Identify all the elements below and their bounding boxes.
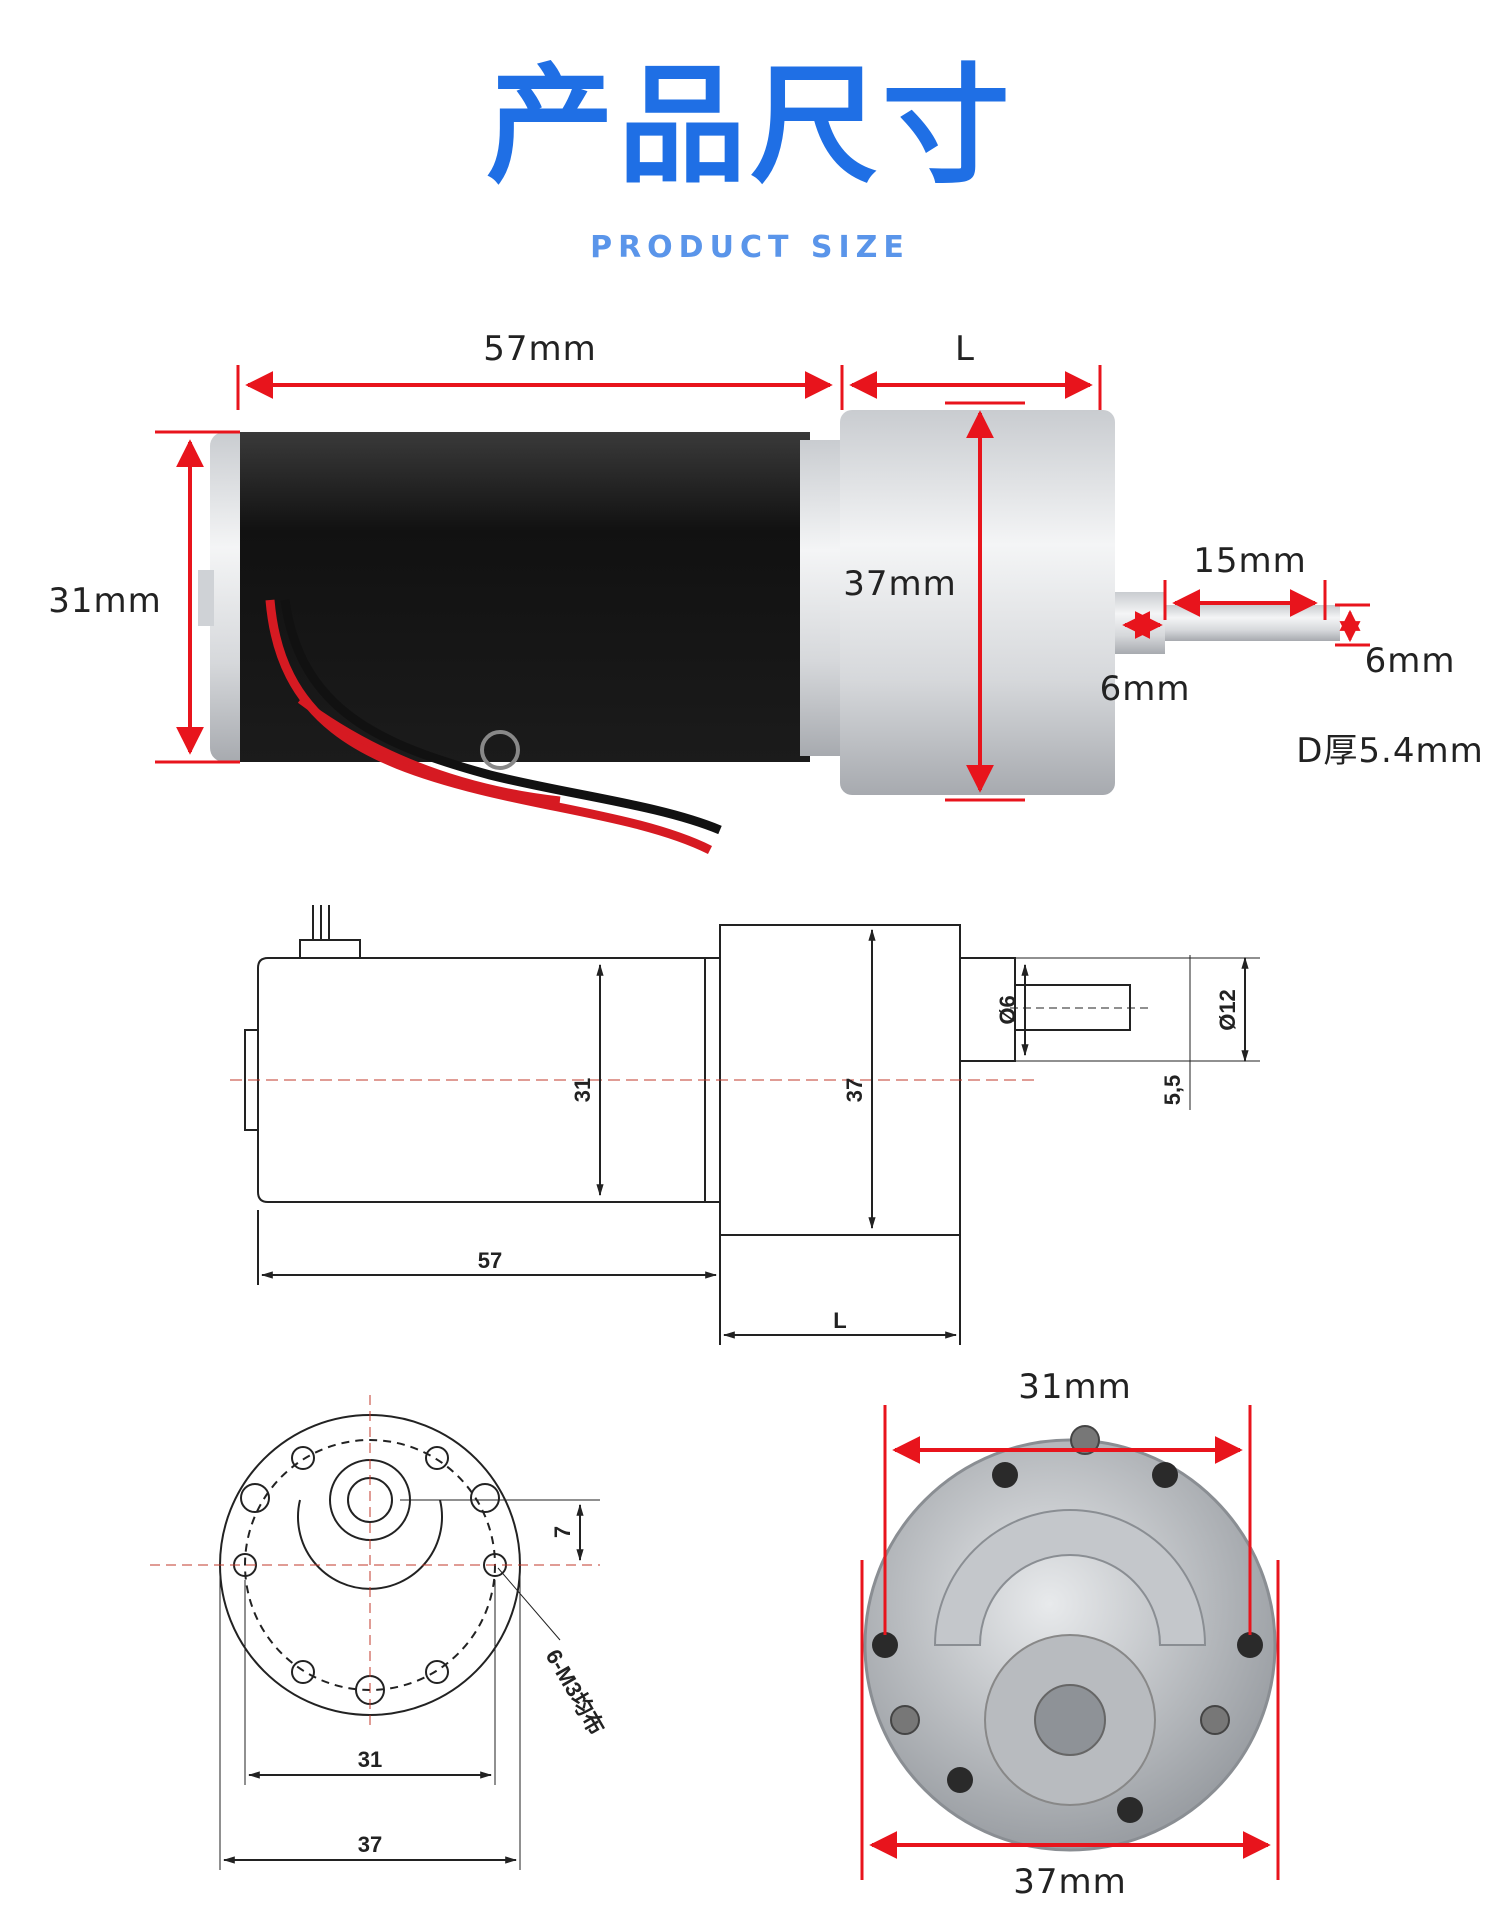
signal-wire — [297, 697, 561, 804]
motor-body — [240, 432, 810, 762]
drawing-front-view — [150, 1395, 600, 1870]
motor-photo-side — [198, 410, 1340, 855]
dim-shaft-offset-label: 5,5 — [1160, 1075, 1185, 1106]
hole — [1237, 1632, 1263, 1658]
wire-tie — [480, 730, 520, 770]
dim-diameter-label: 37mm — [1013, 1862, 1127, 1902]
shaft-outline — [1015, 984, 1131, 1031]
hole — [425, 1660, 449, 1684]
dim-shaft-length-label: 15mm — [1193, 541, 1307, 581]
dim-length-label: 57mm — [483, 329, 597, 369]
motor-ring — [800, 440, 840, 756]
dim-shaft-diameter-label: 6mm — [1365, 641, 1456, 681]
dim-motor-diameter-label: 31mm — [48, 581, 162, 621]
hole — [947, 1767, 973, 1793]
hole — [992, 1462, 1018, 1488]
hole — [1152, 1462, 1178, 1488]
dim-collar-length-label: 6mm — [1100, 669, 1191, 709]
dim-length-label: 57 — [478, 1248, 502, 1273]
wire-grommet — [299, 939, 361, 959]
hole — [1117, 1797, 1143, 1823]
dim-diameter-label: 37 — [358, 1832, 382, 1857]
dim-gearbox-length-label: L — [833, 1308, 846, 1333]
screw — [1200, 1705, 1230, 1735]
dim-motor-diameter-label: 31 — [570, 1078, 595, 1102]
photo-front-dimensions: 31mm 37mm — [860, 1367, 1280, 1902]
collar-outline — [959, 957, 1016, 1062]
hole — [291, 1660, 315, 1684]
output-shaft-end — [1034, 1684, 1106, 1756]
motor-photo-front — [863, 1425, 1277, 1852]
photo-top-dimensions: 57mm L 31mm 37mm 15mm 6mm 6mm D厚5.4mm — [48, 329, 1484, 802]
black-wire — [280, 599, 722, 835]
dim-gearbox-length-label: L — [955, 329, 975, 369]
screw — [470, 1483, 500, 1513]
motor-outline — [257, 957, 706, 1203]
drawing-front-labels: 7 6-M3均布 31 37 — [358, 1526, 610, 1857]
dim-offset-label: 7 — [550, 1526, 575, 1538]
hole — [291, 1446, 315, 1470]
dim-bolt-circle-label: 31 — [358, 1747, 382, 1772]
screw — [240, 1483, 270, 1513]
dim-bolt-circle-label: 31mm — [1018, 1367, 1132, 1407]
drawing-side-labels: 31 37 57 L Ø6 Ø12 5,5 — [478, 989, 1240, 1333]
dim-flat-thickness-label: D厚5.4mm — [1296, 731, 1484, 771]
holes-label: 6-M3均布 — [541, 1645, 610, 1739]
leader-line — [497, 1567, 561, 1641]
red-wire — [265, 599, 713, 855]
output-shaft — [1165, 605, 1340, 641]
face-boss — [933, 1509, 1207, 1646]
page-title: 产品尺寸 — [485, 52, 1014, 201]
hole — [425, 1446, 449, 1470]
dim-shaft-diameter-label: Ø6 — [995, 995, 1020, 1024]
dim-gearbox-diameter-label: 37 — [842, 1078, 867, 1102]
hole — [872, 1632, 898, 1658]
rear-shaft — [198, 570, 214, 626]
dim-collar-diameter-label: Ø12 — [1215, 989, 1240, 1031]
dim-gearbox-diameter-label: 37mm — [843, 564, 957, 604]
drawing-side-view — [230, 905, 1260, 1345]
page-subtitle: PRODUCT SIZE — [590, 230, 910, 265]
screw — [890, 1705, 920, 1735]
